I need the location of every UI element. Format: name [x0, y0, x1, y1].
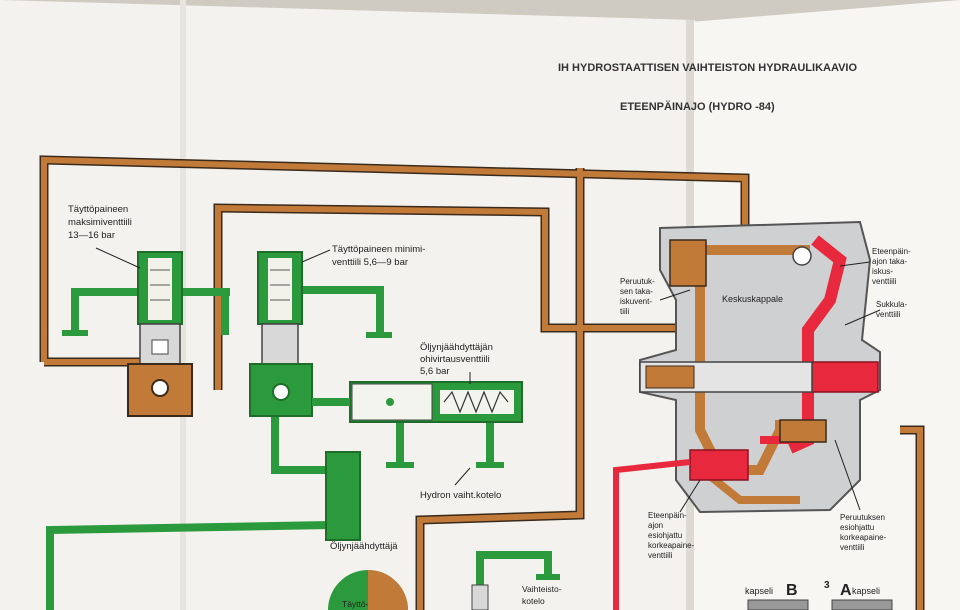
svg-text:sen taka-: sen taka- — [620, 287, 653, 296]
svg-text:venttiili: venttiili — [840, 543, 865, 552]
label-capsule-a-letter: A — [840, 582, 852, 599]
svg-text:kotelo: kotelo — [522, 596, 545, 606]
red-pipe — [613, 459, 691, 610]
min-pressure-valve — [249, 251, 313, 417]
capsule-a-block — [831, 599, 893, 610]
svg-text:venttiili: venttiili — [872, 277, 897, 286]
max-pressure-valve — [127, 251, 193, 417]
svg-text:esiohjattu: esiohjattu — [648, 531, 682, 540]
oil-cooler-block — [325, 451, 361, 541]
label-gearbox-case: Vaihteisto- kotelo — [522, 584, 562, 606]
svg-text:Täyttöpaineen: Täyttöpaineen — [68, 204, 128, 215]
svg-text:13—16 bar: 13—16 bar — [68, 230, 115, 241]
svg-text:maksimiventtiili: maksimiventtiili — [68, 217, 132, 228]
label-spool-valve: Sukkula- venttiili — [876, 300, 907, 319]
label-forward-relief: Eteenpäin- ajon esiohjattu korkeapaine- … — [648, 511, 695, 560]
label-bypass-valve: Öljynjäähdyttäjän ohivirtausventtiili 5,… — [420, 342, 493, 377]
label-capsule-b-letter: B — [786, 582, 798, 599]
diagram-title: IH HYDROSTAATTISEN VAIHTEISTON HYDRAULIK… — [558, 62, 857, 74]
svg-text:5,6 bar: 5,6 bar — [420, 366, 450, 377]
svg-text:venttiili: venttiili — [648, 551, 673, 560]
brown-pipes — [41, 156, 923, 610]
svg-text:Sukkula-: Sukkula- — [876, 300, 907, 309]
label-reverse-check: Peruutuk- sen taka- iskuvent- tiili — [620, 277, 655, 316]
svg-text:ajon: ajon — [648, 521, 663, 530]
label-capsule-a: kapseli — [852, 586, 880, 596]
svg-text:tiili: tiili — [620, 307, 630, 316]
svg-text:iskus-: iskus- — [872, 267, 893, 276]
label-min-valve: Täyttöpaineen minimi- venttiili 5,6—9 ba… — [332, 244, 425, 268]
label-reverse-relief: Peruutuksen esiohjattu korkeapaine- vent… — [840, 513, 887, 552]
svg-text:Eteenpäin-: Eteenpäin- — [648, 511, 687, 520]
svg-text:ajon taka-: ajon taka- — [872, 257, 907, 266]
svg-text:Öljynjäähdyttäjän: Öljynjäähdyttäjän — [420, 342, 493, 353]
label-oil-cooler: Öljynjäähdyttäjä — [330, 541, 398, 552]
svg-text:ohivirtausventtiili: ohivirtausventtiili — [420, 354, 490, 365]
svg-text:Täyttöpaineen minimi-: Täyttöpaineen minimi- — [332, 244, 425, 255]
svg-text:Peruutuksen: Peruutuksen — [840, 513, 885, 522]
svg-text:korkeapaine-: korkeapaine- — [840, 533, 887, 542]
svg-text:venttiili: venttiili — [876, 310, 901, 319]
label-hydro-case: Hydron vaiht.kotelo — [420, 490, 501, 501]
svg-text:korkeapaine-: korkeapaine- — [648, 541, 695, 550]
bypass-valve — [312, 381, 523, 423]
gearbox-case-block — [471, 584, 489, 610]
label-tank: Täyttö- — [342, 599, 369, 609]
leader-lines — [95, 247, 881, 513]
label-forward-check: Eteenpäin- ajon taka- iskus- venttiili — [872, 247, 911, 286]
label-capsule-b: kapseli — [745, 586, 773, 596]
label-number-3: 3 — [824, 580, 830, 591]
label-center-body: Keskuskappale — [722, 294, 783, 304]
center-body-assembly — [639, 220, 881, 514]
svg-text:esiohjattu: esiohjattu — [840, 523, 874, 532]
svg-text:Vaihteisto-: Vaihteisto- — [522, 584, 562, 594]
svg-text:iskuvent-: iskuvent- — [620, 297, 652, 306]
svg-text:Peruutuk-: Peruutuk- — [620, 277, 655, 286]
drain-caps — [62, 330, 560, 580]
diagram-subtitle: ETEENPÄINAJO (HYDRO -84) — [620, 100, 775, 113]
capsule-b-block — [747, 599, 809, 610]
svg-text:venttiili 5,6—9 bar: venttiili 5,6—9 bar — [332, 257, 408, 268]
svg-text:Eteenpäin-: Eteenpäin- — [872, 247, 911, 256]
label-max-valve: Täyttöpaineen maksimiventtiili 13—16 bar — [68, 204, 132, 241]
